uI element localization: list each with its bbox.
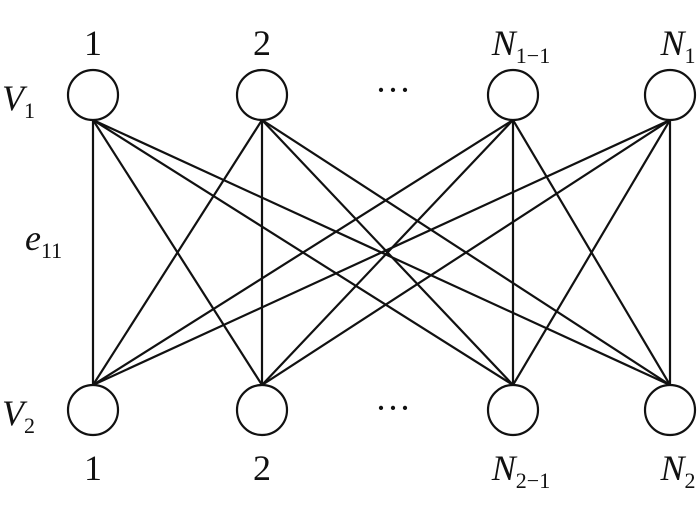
bottom-node-label-4: N2 — [659, 448, 695, 493]
bottom-node-label-2: 2 — [253, 448, 271, 488]
edge-top4-bottom2 — [261, 119, 671, 386]
bottom-node-label-1: 1 — [84, 448, 102, 488]
edge-label-e11: e11 — [25, 218, 62, 263]
edge-top3-bottom1 — [92, 119, 514, 386]
top-node-label-2: 2 — [253, 23, 271, 63]
edge-top4-bottom1 — [92, 119, 671, 386]
bottom-node-1 — [66, 383, 120, 437]
set-label-v2: V2 — [2, 393, 35, 438]
set-label-v1: V1 — [2, 78, 35, 123]
bottom-node-label-3: N2−1 — [491, 448, 550, 493]
edge-top3-bottom2 — [261, 119, 514, 386]
top-node-1 — [66, 68, 120, 122]
top-node-3 — [486, 68, 540, 122]
top-node-label-3: N1−1 — [491, 23, 550, 68]
bottom-node-2 — [235, 383, 289, 437]
top-ellipsis: ··· — [375, 70, 411, 110]
edge-top4-bottom3 — [512, 119, 671, 386]
nodes — [66, 68, 697, 437]
top-node-label-1: 1 — [84, 23, 102, 63]
edge-top2-bottom1 — [92, 119, 263, 386]
edges — [91, 119, 672, 386]
top-node-2 — [235, 68, 289, 122]
top-node-4 — [643, 68, 697, 122]
top-node-label-4: N1 — [659, 23, 695, 68]
bottom-ellipsis: ··· — [375, 388, 411, 428]
bottom-node-3 — [486, 383, 540, 437]
bottom-node-4 — [643, 383, 697, 437]
